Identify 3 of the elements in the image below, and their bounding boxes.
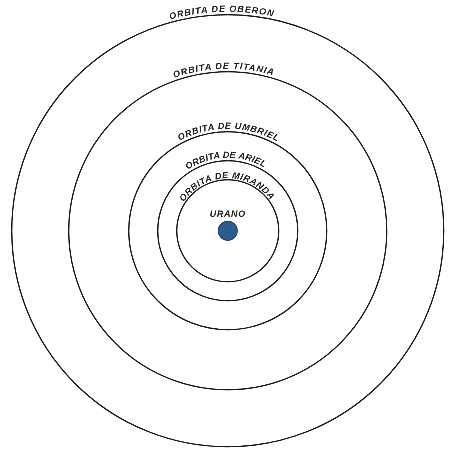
planet-label: URANO [210,209,246,219]
orbit-label: ORBITA DE TITANIA [172,61,276,80]
orbit-label: ORBITA DE OBERON [168,4,276,22]
